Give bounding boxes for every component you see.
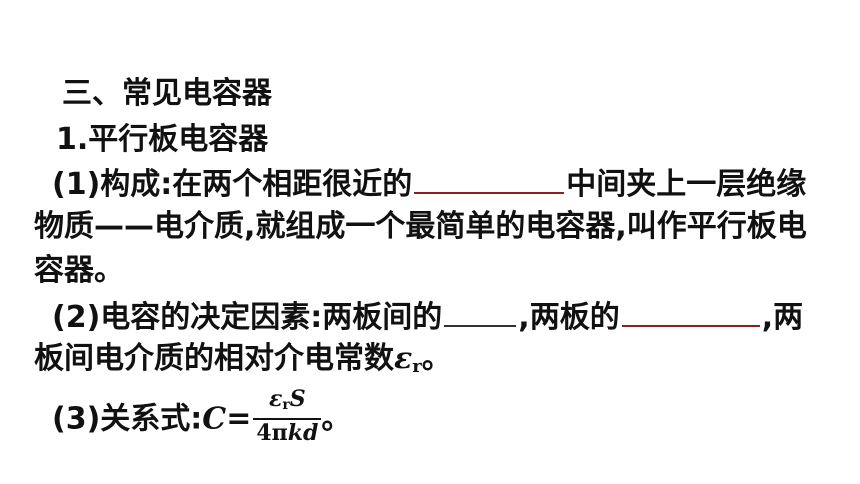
numerator-epsilon: ε xyxy=(269,386,283,412)
section-heading: 三、常见电容器 xyxy=(62,76,272,112)
item1-line1: (1)构成:在两个相距很近的 中间夹上一层绝缘 xyxy=(52,164,806,203)
item1-line2-text: 物质——电介质,就组成一个最简单的电容器,叫作平行板电 xyxy=(34,209,807,244)
item2-line2: 板间电介质的相对介电常数εr。 xyxy=(34,341,452,385)
item2-line2-text: 板间电介质的相对介电常数 xyxy=(34,341,394,376)
item1-line2: 物质——电介质,就组成一个最简单的电容器,叫作平行板电 xyxy=(34,209,807,245)
epsilon-subscript: r xyxy=(412,356,422,377)
item2-line2-end: 。 xyxy=(421,341,452,376)
epsilon-symbol: ε xyxy=(394,341,413,376)
item1-prefix: (1)构成:在两个相距很近的 xyxy=(52,167,413,202)
item1-after-blank: 中间夹上一层绝缘 xyxy=(566,167,807,202)
denominator-constant: 4π xyxy=(256,420,288,446)
subheading: 1.平行板电容器 xyxy=(56,122,268,158)
item1-line3-text: 容器。 xyxy=(34,253,124,288)
fraction-denominator: 4πkd xyxy=(253,420,321,446)
fraction-numerator: εrS xyxy=(253,386,322,420)
item2-prefix: (2)电容的决定因素:两板间的 xyxy=(52,300,443,335)
blank-1[interactable] xyxy=(414,164,565,194)
item3-end: 。 xyxy=(321,401,352,437)
item2-middle: ,两板的 xyxy=(518,300,620,335)
equals-sign: = xyxy=(226,401,252,437)
denominator-vars: kd xyxy=(287,420,319,446)
numerator-area: S xyxy=(289,386,306,412)
section-heading-text: 三、常见电容器 xyxy=(62,76,272,111)
blank-3[interactable] xyxy=(621,297,760,327)
item2-after-blank: ,两 xyxy=(761,300,804,335)
blank-2[interactable] xyxy=(444,297,517,327)
subheading-text: 1.平行板电容器 xyxy=(56,122,269,157)
item3-prefix: (3)关系式: xyxy=(52,401,203,437)
capacitance-var: C xyxy=(202,401,227,437)
numerator-subscript: r xyxy=(282,397,290,413)
item1-line3: 容器。 xyxy=(34,253,124,289)
item2-line1: (2)电容的决定因素:两板间的 ,两板的 ,两 xyxy=(52,297,803,336)
